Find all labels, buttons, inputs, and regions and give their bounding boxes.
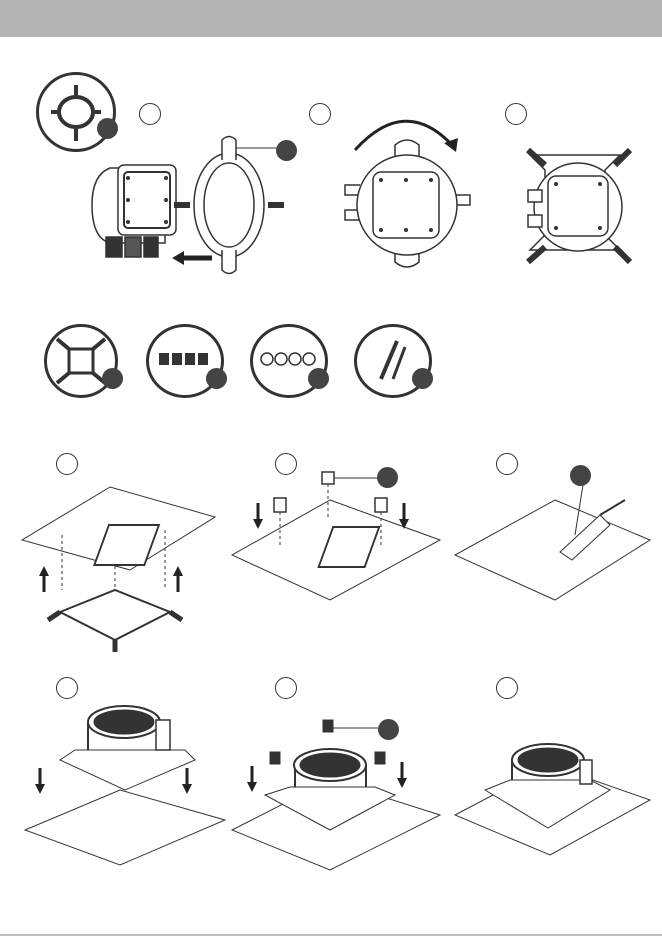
installed-cooler-illustration bbox=[455, 744, 650, 855]
callout-dot bbox=[378, 719, 399, 740]
thumb-nut-install-illustration bbox=[232, 720, 440, 870]
